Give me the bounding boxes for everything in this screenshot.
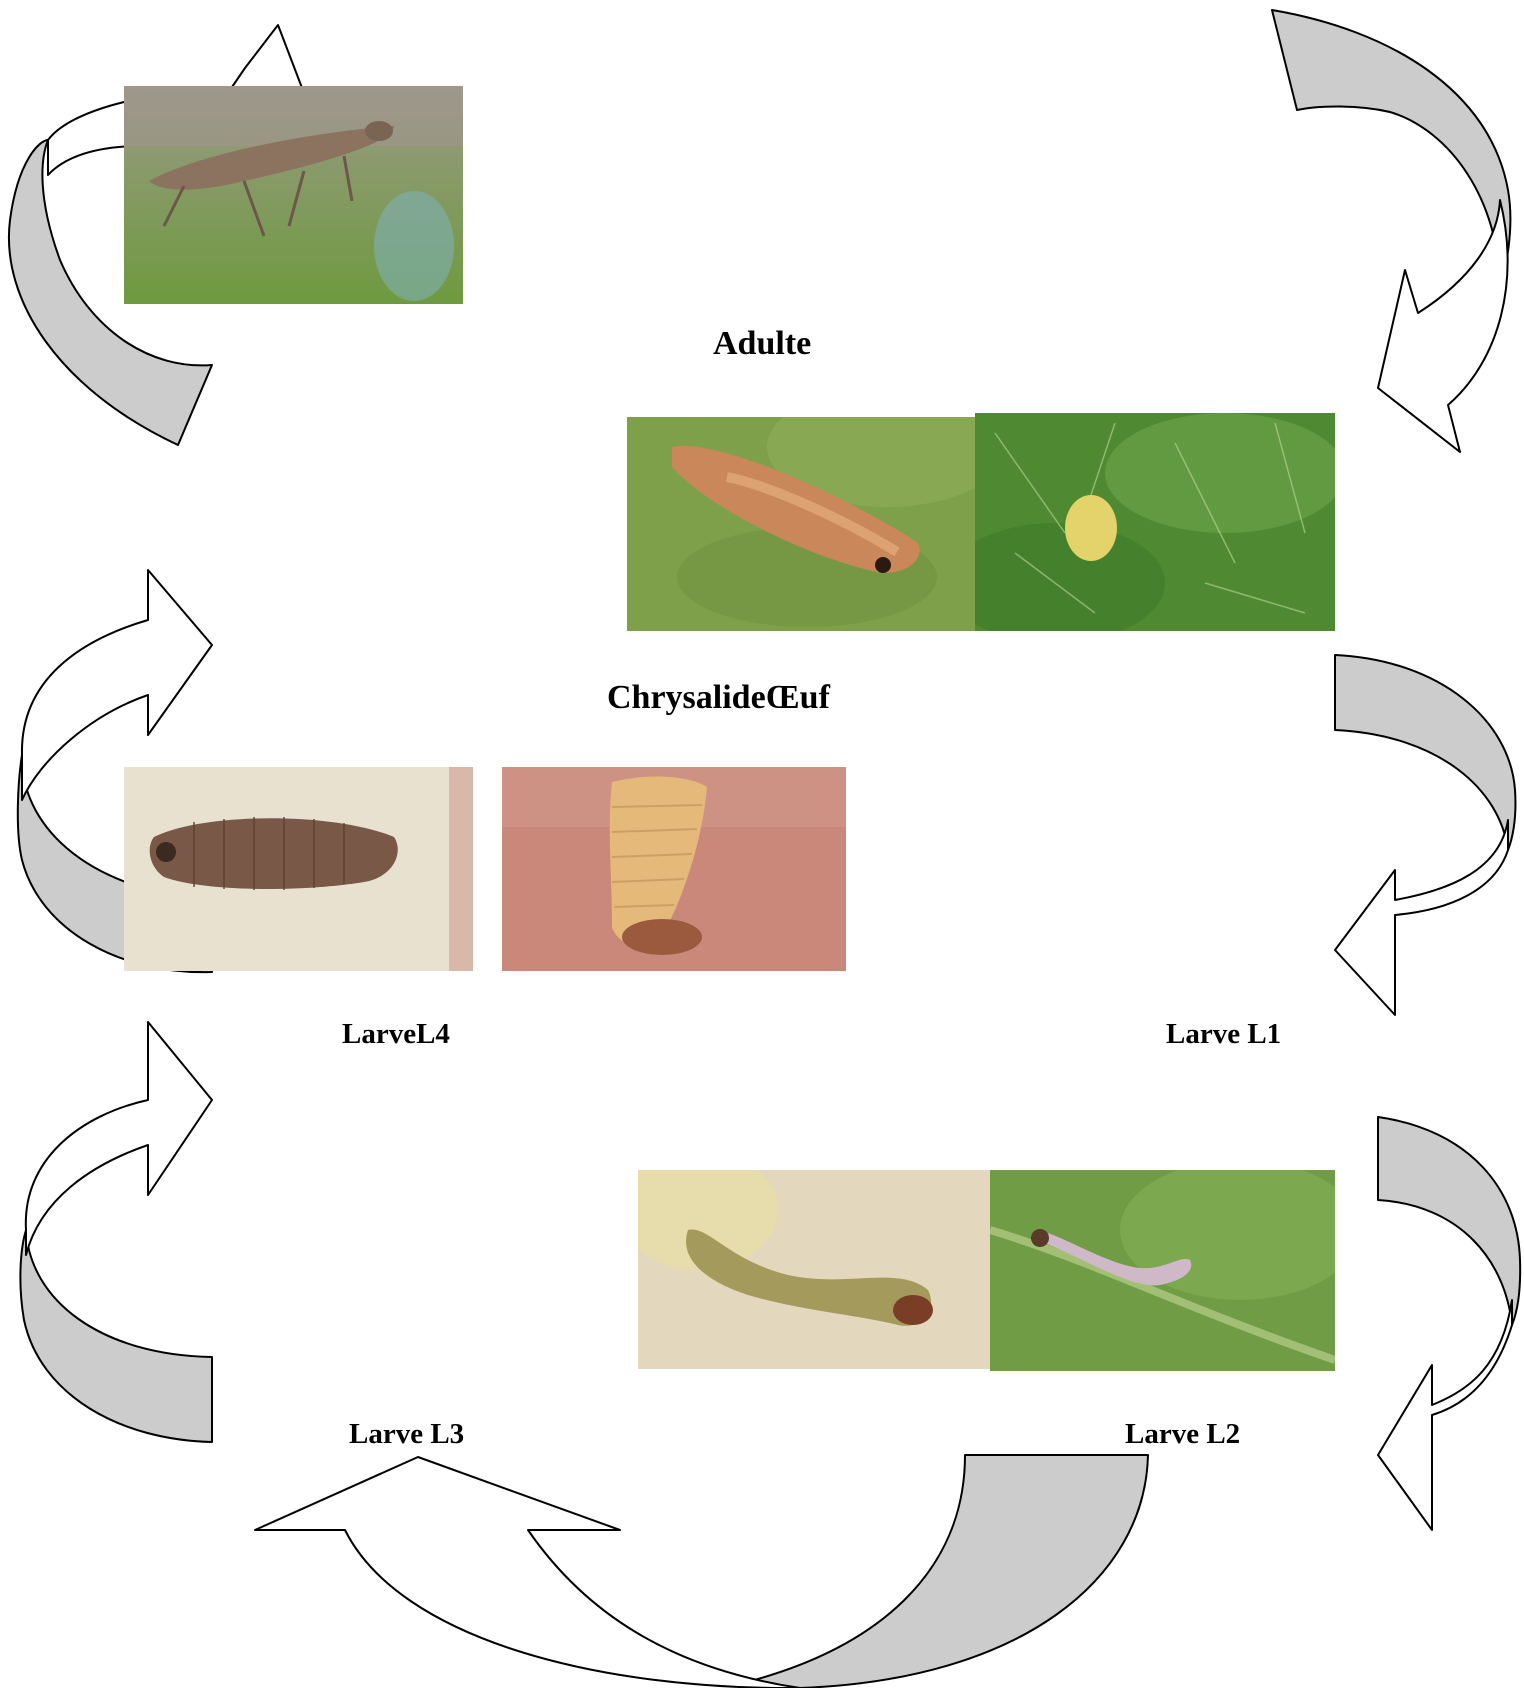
arrow-top-right (1272, 10, 1510, 452)
larva-l4-image (124, 767, 473, 971)
larva-emerging-image (502, 767, 846, 971)
adult-moth-photo (124, 86, 463, 304)
larva-l3-image (638, 1170, 990, 1369)
label-larve-l1: Larve L1 (1166, 1018, 1281, 1051)
larva-l2-image (990, 1170, 1335, 1371)
arrow-right-lower (1378, 1117, 1520, 1530)
egg-photo (975, 413, 1335, 631)
arrow-left-lower (20, 1022, 212, 1442)
pupa-image (627, 417, 975, 631)
label-adulte: Adulte (713, 325, 811, 363)
adult-moth-image (124, 86, 463, 304)
label-larve-l3: Larve L3 (349, 1418, 464, 1451)
arrow-bottom (255, 1455, 1148, 1688)
larva-l4-photo (124, 767, 473, 971)
larva-emerging-photo (502, 767, 846, 971)
arrow-right-middle (1335, 655, 1515, 1015)
larva-l3-photo (638, 1170, 990, 1369)
egg-image (975, 413, 1335, 631)
label-larve-l4: LarveL4 (342, 1018, 450, 1051)
pupa-photo (627, 417, 975, 631)
label-chrysalide-oeuf: ChrysalideŒuf (607, 679, 830, 717)
larva-l2-photo (990, 1170, 1335, 1371)
label-larve-l2: Larve L2 (1125, 1418, 1240, 1451)
